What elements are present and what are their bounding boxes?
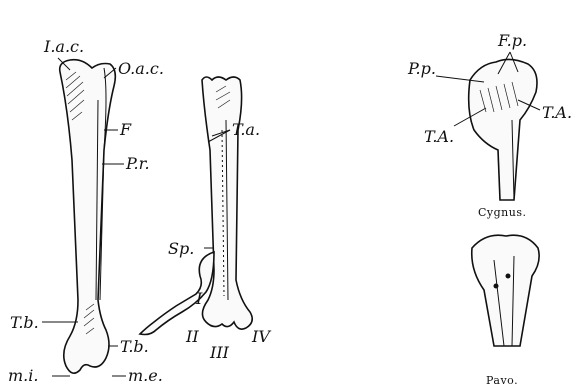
label-digit-iv: IV: [251, 327, 271, 346]
label-ta-left: T.A.: [424, 127, 454, 146]
label-digit-i: I: [195, 289, 203, 308]
label-pr: P.r.: [125, 154, 150, 173]
label-digit-iii: III: [209, 343, 230, 362]
label-sp: Sp.: [168, 239, 194, 258]
label-tb-left: T.b.: [10, 313, 39, 332]
label-digit-ii: II: [185, 327, 199, 346]
leader-lines: [42, 52, 540, 376]
label-oac: O.a.c.: [118, 59, 164, 78]
label-ta-right: T.A.: [542, 103, 572, 122]
tibiotarsus-drawing: [60, 60, 116, 374]
label-pp: P.p.: [407, 59, 436, 78]
label-f: F: [119, 120, 132, 139]
label-fp: F.p.: [497, 31, 527, 50]
cygnus-drawing: [469, 59, 537, 200]
label-iac: I.a.c.: [43, 37, 84, 56]
caption-cygnus: Cygnus.: [478, 206, 526, 219]
label-tb-right: T.b.: [120, 337, 149, 356]
label-mi: m.i.: [8, 366, 38, 385]
caption-pavo: Pavo.: [486, 374, 518, 387]
label-me: m.e.: [128, 366, 163, 385]
label-ta-mid: T.a.: [232, 120, 260, 139]
pavo-drawing: [472, 235, 539, 346]
